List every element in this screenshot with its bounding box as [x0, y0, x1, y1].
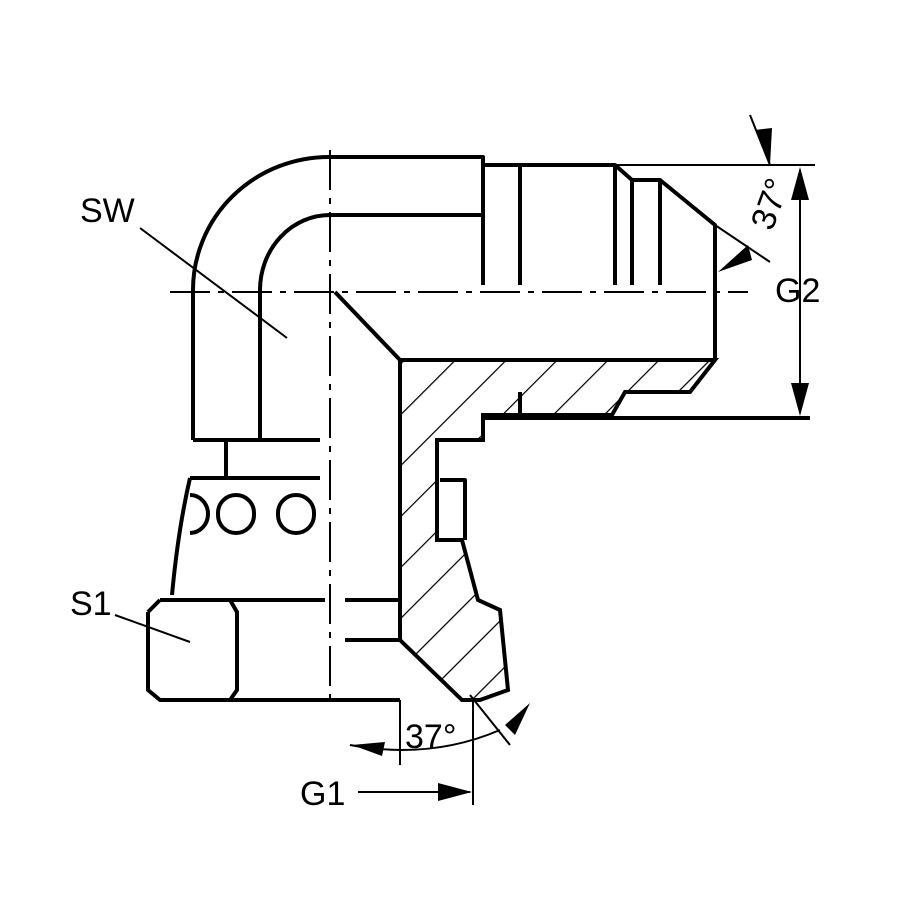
g1-arrow — [438, 783, 472, 801]
sw-label: SW — [80, 192, 135, 230]
oval-hole — [216, 493, 256, 535]
s1-label: S1 — [70, 585, 112, 623]
angle-arrows — [352, 703, 530, 756]
elbow-inner — [258, 213, 483, 440]
angle-line — [469, 694, 511, 746]
sw-leader — [139, 227, 288, 339]
section-detail — [440, 392, 522, 540]
g1-label: G1 — [300, 775, 345, 813]
elbow-outer — [191, 154, 485, 440]
oval-hole — [189, 493, 210, 535]
male-stem-outline — [483, 163, 717, 360]
angle-bottom-label: 37° — [405, 718, 456, 756]
angle-top-label: 37° — [744, 173, 797, 234]
angle-arrows — [718, 128, 772, 272]
g2-label: G2 — [775, 272, 820, 310]
hatched-section — [333, 290, 720, 702]
nut-body — [170, 440, 320, 596]
angle-line — [714, 224, 771, 263]
oval-hole — [276, 493, 316, 535]
s1-leader — [114, 614, 191, 643]
hex-nut — [146, 598, 400, 702]
